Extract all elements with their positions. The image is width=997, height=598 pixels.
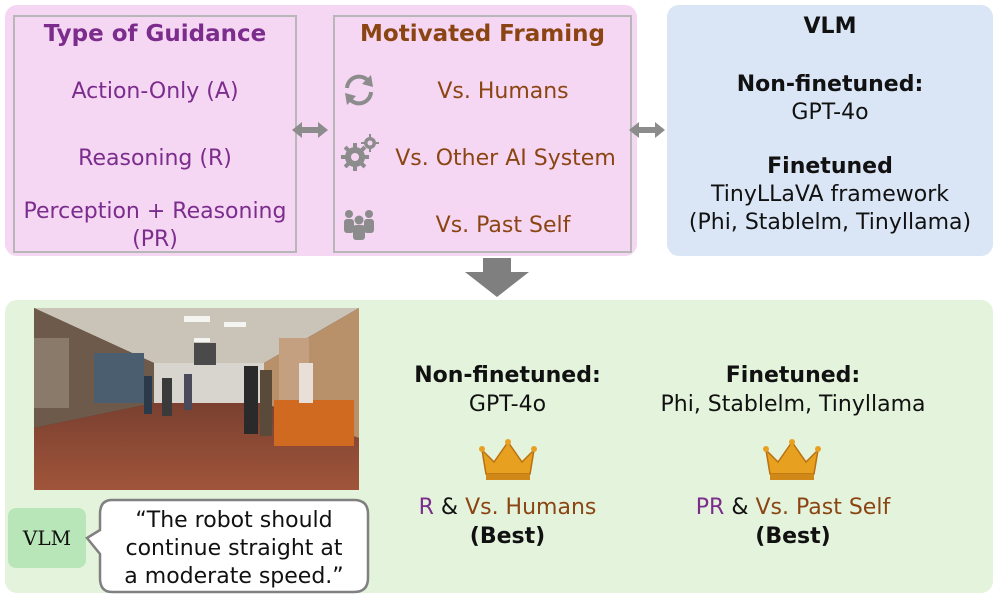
result-left-guidance: R xyxy=(418,495,434,520)
guidance-item-pr-abbrev: (PR) xyxy=(132,227,178,252)
vlm-panel: VLM Non-finetuned: GPT-4o Finetuned Tiny… xyxy=(667,5,993,256)
framing-item-vs-other-ai: Vs. Other AI System xyxy=(395,146,616,171)
result-left-amp: & xyxy=(440,495,459,520)
guidance-item-action-only: Action-Only (A) xyxy=(71,79,239,104)
hallway-scene-image xyxy=(34,308,359,490)
gears-icon xyxy=(341,134,379,171)
guidance-box: Type of Guidance Action-Only (A) Reasoni… xyxy=(13,15,297,253)
guidance-title: Type of Guidance xyxy=(43,21,267,47)
result-right-guidance: PR xyxy=(695,495,725,520)
vlm-nonfinetuned-model: GPT-4o xyxy=(791,100,869,125)
result-right-best-combo: PR & Vs. Past Self (Best) xyxy=(638,493,948,551)
result-right-model: Phi, Stablelm, Tinyllama xyxy=(660,392,926,417)
framing-item-vs-past-self: Vs. Past Self xyxy=(435,213,571,238)
bidirectional-arrow-icon-2 xyxy=(629,122,665,138)
result-left-framing: Vs. Humans xyxy=(465,495,597,520)
cycle-arrows-icon xyxy=(345,74,373,106)
quote-line-1: “The robot should xyxy=(135,508,333,533)
guidance-item-reasoning: Reasoning (R) xyxy=(78,146,232,171)
speech-bubble-text: “The robot should continue straight at a… xyxy=(100,507,368,591)
framing-box: Motivated Framing Vs. Humans Vs. xyxy=(333,15,632,253)
bidirectional-arrow-icon xyxy=(292,122,328,138)
vlm-nonfinetuned-label: Non-finetuned: xyxy=(736,72,924,97)
result-right-framing: Vs. Past Self xyxy=(755,495,891,520)
crown-icon-2 xyxy=(763,439,821,480)
vlm-title: VLM xyxy=(803,14,857,39)
result-nonfinetuned: Non-finetuned: GPT-4o xyxy=(380,361,635,419)
vlm-finetuned-models: (Phi, Stablelm, Tinyllama) xyxy=(688,210,972,235)
down-arrow-icon xyxy=(465,258,529,297)
people-group-icon xyxy=(344,210,374,240)
vlm-finetuned-label: Finetuned xyxy=(767,154,893,179)
vlm-finetuned-framework: TinyLLaVA framework xyxy=(711,182,949,207)
crown-icon xyxy=(479,439,537,480)
framing-item-vs-humans: Vs. Humans xyxy=(437,79,569,104)
guidance-framing-panel: Type of Guidance Action-Only (A) Reasoni… xyxy=(5,5,637,256)
result-left-label: Non-finetuned: xyxy=(414,363,601,388)
speech-bubble xyxy=(85,498,370,594)
result-right-amp: & xyxy=(731,495,749,520)
result-left-best: (Best) xyxy=(469,524,546,549)
guidance-item-perception-reasoning: Perception + Reasoning xyxy=(23,199,287,224)
result-left-model: GPT-4o xyxy=(468,392,547,417)
quote-line-3: a moderate speed.” xyxy=(124,564,344,589)
framing-title: Motivated Framing xyxy=(360,21,605,47)
result-right-label: Finetuned: xyxy=(725,363,861,388)
vlm-tag: VLM xyxy=(8,508,86,568)
result-left-best-combo: R & Vs. Humans (Best) xyxy=(380,493,635,551)
result-finetuned: Finetuned: Phi, Stablelm, Tinyllama xyxy=(638,361,948,419)
result-right-best: (Best) xyxy=(755,524,831,549)
quote-line-2: continue straight at xyxy=(125,536,343,561)
